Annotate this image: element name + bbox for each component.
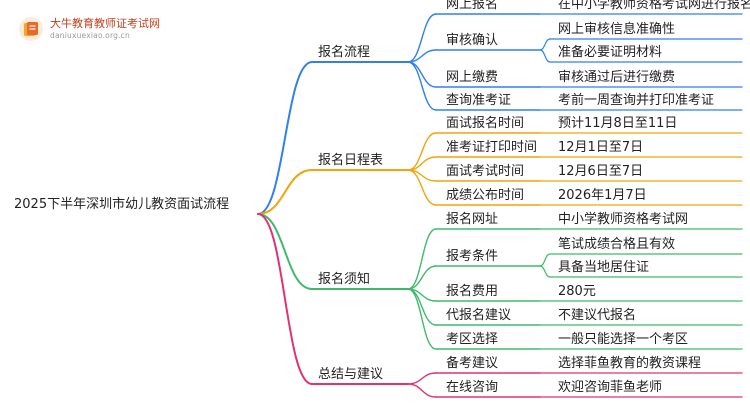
child-node: 审核确认 xyxy=(446,33,499,48)
child-node: 成绩公布时间 xyxy=(446,188,525,203)
branch-connector xyxy=(257,213,313,290)
branch-connector xyxy=(257,213,313,385)
root-node: 2025下半年深圳市幼儿教资面试流程 xyxy=(14,197,230,212)
brand-logo-icon xyxy=(18,16,44,42)
child-node: 代报名建议 xyxy=(446,308,512,323)
child-node: 备考建议 xyxy=(446,356,499,371)
leaf-node: 预计11月8日至11日 xyxy=(558,116,678,131)
leaf-node: 12月6日至7日 xyxy=(558,164,644,179)
branch-node: 总结与建议 xyxy=(318,367,384,382)
child-node: 报名网址 xyxy=(446,212,499,227)
child-node: 考区选择 xyxy=(446,332,499,347)
leaf-node: 具备当地居住证 xyxy=(558,260,650,275)
branch-node: 报名流程 xyxy=(318,45,371,60)
leaf-node: 笔试成绩合格且有效 xyxy=(558,237,676,252)
child-connector xyxy=(407,49,437,63)
child-connector xyxy=(407,228,437,290)
leaf-node: 不建议代报名 xyxy=(558,308,637,323)
leaf-node: 一般只能选择一个考区 xyxy=(558,332,689,347)
child-connector xyxy=(407,169,437,206)
child-connector xyxy=(407,288,437,350)
leaf-node: 欢迎咨询菲鱼老师 xyxy=(558,380,663,395)
child-node: 面试报名时间 xyxy=(446,116,525,131)
leaf-node: 审核通过后进行缴费 xyxy=(558,70,676,85)
branch-node: 报名须知 xyxy=(318,272,371,287)
leaf-node: 在中小学教师资格考试网进行报名 xyxy=(558,0,750,12)
child-connector xyxy=(407,61,437,88)
leaf-node: 12月1日至7日 xyxy=(558,140,644,155)
child-node: 网上缴费 xyxy=(446,70,499,85)
branch-connector xyxy=(257,61,313,215)
child-connector xyxy=(407,383,437,398)
child-node: 准考证打印时间 xyxy=(446,140,538,155)
leaf-connector xyxy=(539,38,551,51)
child-connector xyxy=(407,372,437,385)
child-node: 查询准考证 xyxy=(446,93,512,108)
leaf-node: 选择菲鱼教育的教资课程 xyxy=(558,356,702,371)
child-connector xyxy=(407,265,437,290)
branch-node: 报名日程表 xyxy=(318,153,384,168)
branch-connector xyxy=(257,169,313,215)
leaf-node: 考前一周查询并打印准考证 xyxy=(558,93,715,108)
leaf-connector xyxy=(539,265,551,278)
child-connector xyxy=(407,13,437,63)
leaf-node: 280元 xyxy=(558,284,596,299)
brand-title: 大牛教育教师证考试网 xyxy=(50,17,160,30)
leaf-node: 2026年1月7日 xyxy=(558,188,647,203)
child-node: 在线咨询 xyxy=(446,380,499,395)
child-node: 网上报名 xyxy=(446,0,499,12)
child-connector xyxy=(407,132,437,171)
child-node: 面试考试时间 xyxy=(446,164,525,179)
leaf-node: 网上审核信息准确性 xyxy=(558,22,676,37)
child-node: 报名费用 xyxy=(446,284,499,299)
leaf-connector xyxy=(539,253,551,267)
brand-url: daniuxuexiao.org.cn xyxy=(50,31,130,40)
leaf-connector xyxy=(539,49,551,63)
child-connector xyxy=(407,61,437,111)
leaf-node: 中小学教师资格考试网 xyxy=(558,212,689,227)
leaf-node: 准备必要证明材料 xyxy=(558,45,663,60)
child-node: 报考条件 xyxy=(446,249,499,264)
